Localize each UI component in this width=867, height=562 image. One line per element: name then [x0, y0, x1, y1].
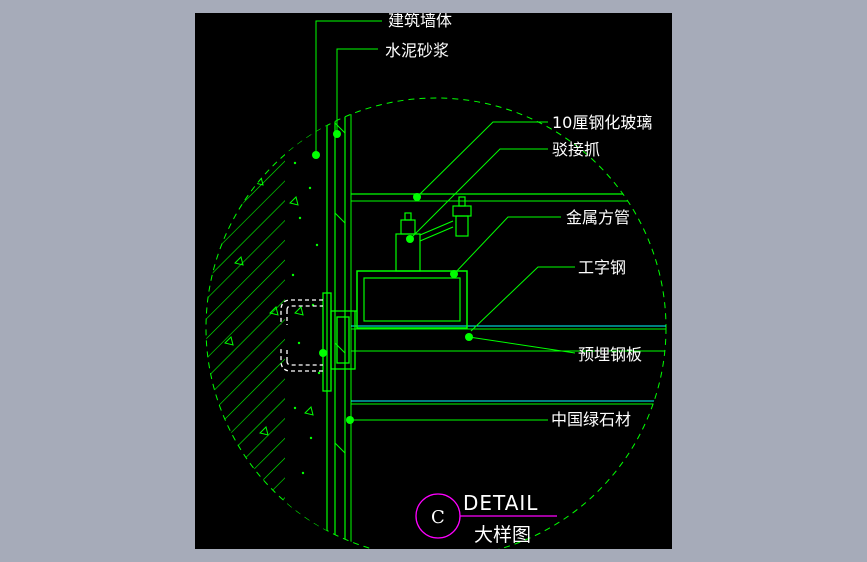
detail-boundary-circle [205, 97, 667, 549]
metal-tube-inner [363, 277, 461, 322]
concrete-speckles [224, 161, 321, 475]
detail-subtitle: 大样图 [474, 524, 531, 546]
label-ibeam: 工字钢 [578, 258, 626, 277]
label-mortar: 水泥砂浆 [385, 41, 449, 60]
embedded-plate [322, 292, 357, 392]
metal-tube-outer [356, 270, 468, 329]
stone-cladding [344, 98, 352, 549]
spider-fitting [395, 196, 472, 272]
leader-dots [312, 130, 473, 424]
leader-lines [315, 20, 576, 421]
drawing-canvas: 建筑墙体 水泥砂浆 10厘钢化玻璃 驳接抓 金属方管 工字钢 预埋钢板 中国绿石… [195, 13, 672, 549]
detail-mark-letter: C [431, 507, 445, 528]
detail-drawing: 建筑墙体 水泥砂浆 10厘钢化玻璃 驳接抓 金属方管 工字钢 预埋钢板 中国绿石… [205, 13, 667, 549]
label-wall: 建筑墙体 [388, 13, 452, 30]
label-plate: 预埋钢板 [578, 345, 642, 364]
detail-title: DETAIL [463, 491, 538, 515]
wall-concrete [285, 98, 327, 549]
label-glass: 10厘钢化玻璃 [552, 113, 652, 132]
anchor-bolts [280, 299, 323, 372]
label-stone: 中国绿石材 [551, 410, 631, 429]
label-spider: 驳接抓 [552, 140, 600, 159]
label-tube: 金属方管 [566, 208, 630, 227]
